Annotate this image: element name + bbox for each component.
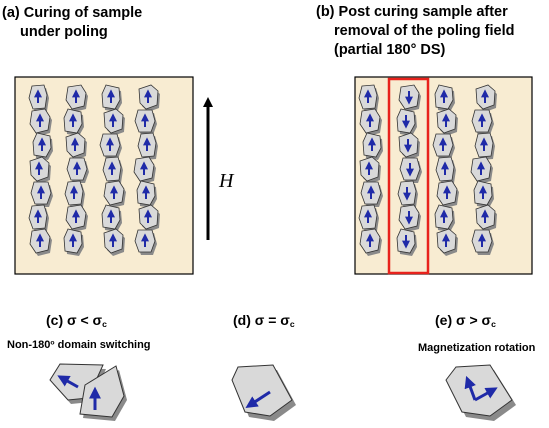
grain-rotated-arrow-icon <box>57 375 79 389</box>
panel-a-title: (a) Curing of sample under poling <box>2 4 142 42</box>
rotation-arrow-icon <box>474 387 498 402</box>
switched-column-highlight <box>387 77 430 275</box>
panel-c-caption-text: Non-180 <box>7 339 51 351</box>
panel-a-grains <box>28 84 160 256</box>
panel-d-label-text: (d) σ = σ <box>233 312 290 328</box>
panel-b-title-line2: removal of the poling field <box>334 23 515 39</box>
panel-d-label: (d) σ = σc <box>233 311 295 334</box>
grain-rotated-arrow-icon <box>245 390 271 408</box>
panel-c-label-subscript: c <box>102 319 107 330</box>
panel-d-grain <box>231 364 296 421</box>
panel-c-label-text: (c) σ < σ <box>46 312 103 328</box>
panel-c-caption-suffix: domain switching <box>54 339 151 351</box>
panel-e-caption: Magnetization rotation <box>418 342 536 354</box>
panel-e-label: (e) σ > σc <box>435 311 496 334</box>
panel-b-grains <box>358 84 497 256</box>
panel-b-title-line1: (b) Post curing sample after <box>316 4 508 20</box>
panel-d-label-subscript: c <box>289 319 295 330</box>
panel-e-label-text: (e) σ > σ <box>435 312 492 328</box>
field-symbol: H <box>218 170 235 192</box>
panel-e-label-subscript: c <box>491 319 496 330</box>
panel-b-title: (b) Post curing sample after removal of … <box>316 3 514 60</box>
panel-c-label: (c) σ < σc <box>46 311 107 334</box>
panel-e-grain <box>445 364 516 421</box>
panel-c-grain-pair <box>49 363 127 421</box>
panel-c-caption-superscript: o <box>50 339 55 347</box>
panel-a-title-line2: under poling <box>20 24 108 40</box>
panel-b-title-line3: (partial 180° DS) <box>334 42 446 58</box>
panel-a-title-line1: (a) Curing of sample <box>2 5 143 21</box>
panel-c-caption: Non-180o domain switching <box>7 339 151 351</box>
